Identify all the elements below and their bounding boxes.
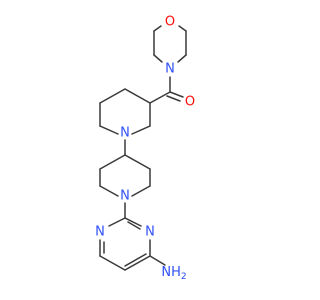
amine-label-subscript: 2 xyxy=(181,272,187,282)
piperidine-nitrogen-label: N xyxy=(120,189,130,204)
bond xyxy=(99,154,126,170)
bond xyxy=(108,217,126,227)
bond xyxy=(166,95,181,102)
amine-label: NH2 xyxy=(161,265,186,282)
bond xyxy=(99,125,119,135)
bond xyxy=(124,154,151,170)
morpholine-nitrogen-label: N xyxy=(165,62,175,77)
bond xyxy=(178,25,187,32)
bond xyxy=(149,91,171,104)
bond xyxy=(153,25,162,32)
morpholine-oxygen-label: O xyxy=(165,15,175,30)
bond xyxy=(124,255,151,271)
bond xyxy=(153,54,163,63)
bond xyxy=(99,255,126,271)
bonds xyxy=(99,25,187,271)
carbonyl-oxygen-label: O xyxy=(185,95,195,110)
bond xyxy=(131,125,151,135)
bond xyxy=(177,54,187,63)
amine-label-text: NH xyxy=(161,265,181,280)
piperidine-nitrogen-label: N xyxy=(120,126,130,141)
bond xyxy=(127,221,141,230)
bond xyxy=(99,185,119,197)
structure-canvas: O N O N N N N NH2 xyxy=(95,14,196,282)
molecule-structure: O N O N N N N NH2 xyxy=(95,15,195,282)
bond xyxy=(149,255,166,266)
atom-labels: O N O N N N N NH2 xyxy=(95,15,195,282)
bond xyxy=(124,217,142,227)
bond xyxy=(169,91,184,98)
bond xyxy=(124,88,151,104)
bond xyxy=(124,253,147,267)
bond xyxy=(131,185,151,197)
bond xyxy=(99,88,126,104)
pyrimidine-nitrogen-label: N xyxy=(95,225,105,240)
pyrimidine-nitrogen-label: N xyxy=(145,225,155,240)
